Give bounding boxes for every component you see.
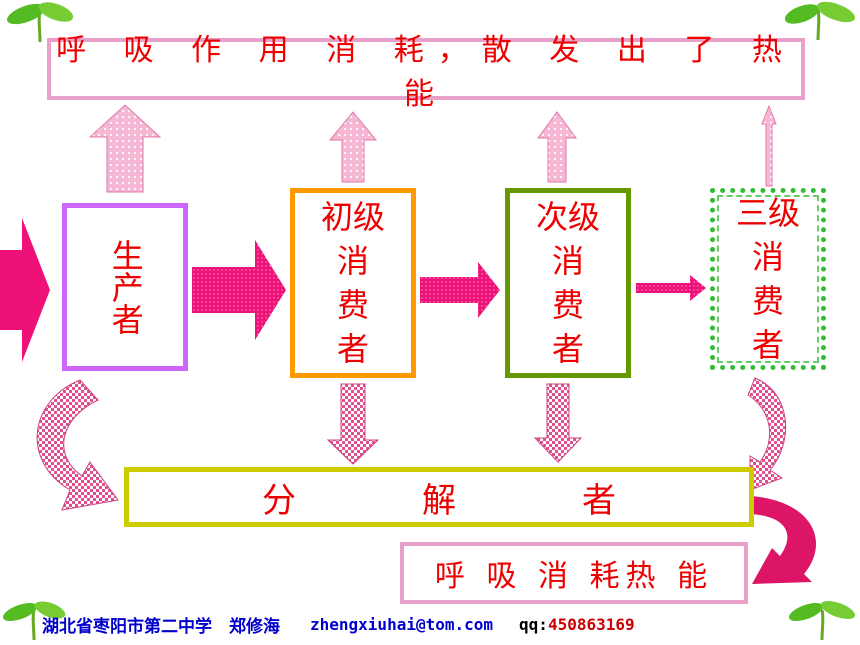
sprout-bottom-left-icon (2, 601, 66, 641)
tertiary-consumer-label-4: 者 (751, 326, 784, 364)
respiration-heat-banner: 呼 吸 作 用 消 耗，散 发 出 了 热 能 (47, 33, 805, 112)
primary-consumer-label-3: 费 (336, 286, 369, 324)
primary-consumer-label-2: 消 (336, 242, 369, 280)
tertiary-consumer-label-1: 三级 (735, 194, 800, 232)
sprout-top-right-icon (784, 1, 855, 41)
secondary-consumer-box: 次级 消 费 者 (505, 188, 631, 378)
decomposer-box: 分 解 者 (124, 467, 754, 527)
primary-to-secondary-arrow (420, 262, 500, 318)
producer-to-primary-arrow (192, 240, 286, 340)
producer-box: 生产者 (62, 203, 188, 371)
decomposer-heat-banner: 呼 吸 消 耗热 能 (400, 542, 748, 604)
primary-consumer-box: 初级 消 费 者 (290, 188, 416, 378)
tertiary-consumer-box: 三级 消 费 者 (710, 188, 826, 370)
secondary-consumer-label-4: 者 (551, 330, 584, 368)
secondary-consumer-label-2: 消 (551, 242, 584, 280)
producer-to-decomposer-arrow (36, 379, 119, 511)
primary-consumer-label-4: 者 (336, 330, 369, 368)
footer-qq: 450863169 (547, 614, 635, 634)
primary-heat-arrow (328, 111, 378, 183)
footer: 湖北省枣阳市第二中学 郑修海 zhengxiuhai@tom.com qq: 4… (42, 611, 635, 637)
sunlight-input-arrow (0, 218, 50, 362)
decomposer-label-1: 分 (262, 480, 296, 521)
primary-consumer-label-1: 初级 (320, 198, 385, 236)
tertiary-consumer-label-2: 消 (751, 238, 784, 276)
footer-qq-label: qq: (519, 614, 548, 634)
respiration-heat-text: 呼 吸 作 用 消 耗，散 发 出 了 热 能 (56, 33, 796, 112)
sprout-top-left-icon (7, 2, 74, 43)
secondary-to-decomposer-arrow (533, 383, 583, 463)
secondary-consumer-label-1: 次级 (535, 198, 600, 236)
decomposer-heat-text: 呼 吸 消 耗热 能 (434, 559, 714, 594)
secondary-consumer-label-3: 费 (551, 286, 584, 324)
footer-school: 湖北省枣阳市第二中学 郑修海 (42, 616, 280, 637)
decomposer-heat-arrow (750, 496, 817, 584)
tertiary-heat-arrow (761, 104, 777, 187)
decomposer-label-2: 解 (422, 480, 456, 521)
sprout-bottom-right-icon (788, 600, 856, 641)
decomposer-label-3: 者 (582, 480, 616, 521)
tertiary-to-decomposer-arrow (747, 377, 787, 491)
producer-label: 生产者 (106, 239, 145, 335)
footer-email: zhengxiuhai@tom.com (310, 614, 494, 634)
secondary-heat-arrow (537, 111, 577, 183)
secondary-to-tertiary-arrow (636, 275, 706, 301)
producer-heat-arrow (88, 104, 162, 193)
tertiary-consumer-label-3: 费 (751, 282, 784, 320)
primary-to-decomposer-arrow (326, 383, 380, 465)
